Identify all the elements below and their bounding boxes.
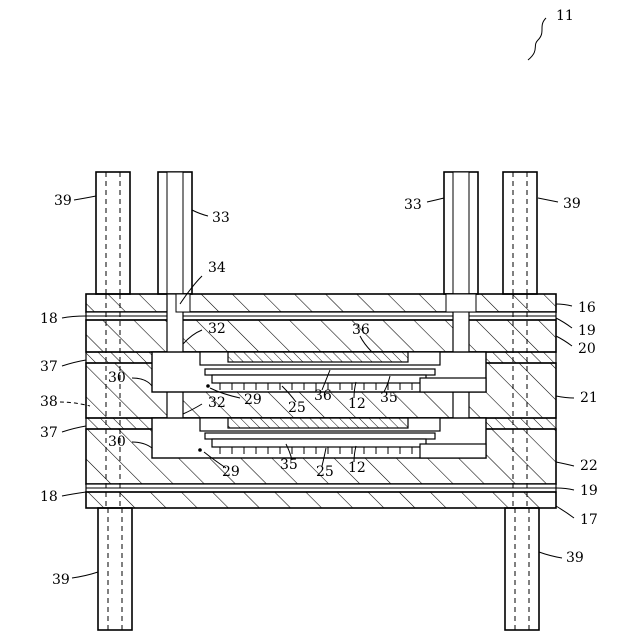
end-plate-16 [86, 294, 556, 312]
label-33-top-right: 33 [404, 197, 422, 213]
label-17: 17 [580, 512, 598, 528]
pipe-39-top-right [503, 172, 537, 294]
pipe-39-bottom-left [98, 508, 132, 630]
label-20: 20 [578, 341, 596, 357]
label-19-bottom: 19 [580, 483, 598, 499]
label-38: 38 [40, 394, 58, 410]
label-33-top-left: 33 [212, 210, 230, 226]
label-12-lower: 12 [348, 460, 366, 476]
label-12-upper: 12 [348, 396, 366, 412]
label-39-top-right: 39 [563, 196, 581, 212]
label-30-lower: 30 [108, 434, 126, 450]
label-36-upper: 36 [352, 322, 370, 338]
label-39-bottom-left: 39 [52, 572, 70, 588]
pipe-39-bottom-right [505, 508, 539, 630]
label-29-lower: 29 [222, 464, 240, 480]
mea-36-lower [228, 418, 408, 428]
label-32-upper: 32 [208, 321, 226, 337]
label-29-upper: 29 [244, 392, 262, 408]
figure-ref-label: 11 [556, 8, 574, 24]
label-39-bottom-right: 39 [566, 550, 584, 566]
label-32-lower: 32 [208, 395, 226, 411]
cell-lower [152, 418, 486, 458]
label-37-lower: 37 [40, 425, 58, 441]
end-plate-17 [86, 492, 556, 508]
label-25-lower: 25 [316, 464, 334, 480]
pipe-39-top-left [96, 172, 130, 294]
label-35-upper: 35 [380, 390, 398, 406]
label-34: 34 [208, 260, 226, 276]
label-37-upper: 37 [40, 359, 58, 375]
label-16: 16 [578, 300, 596, 316]
label-21: 21 [580, 390, 598, 406]
label-39-top-left: 39 [54, 193, 72, 209]
bottom-pipes [98, 508, 539, 630]
cell-upper [152, 352, 486, 392]
separator-20 [86, 320, 556, 352]
mea-36-upper [228, 352, 408, 362]
label-25-upper: 25 [288, 400, 306, 416]
label-18-top: 18 [40, 311, 58, 327]
top-pipes [96, 172, 537, 294]
label-30-upper: 30 [108, 370, 126, 386]
label-35-lower: 35 [280, 457, 298, 473]
label-36-lower: 36 [314, 388, 332, 404]
label-22: 22 [580, 458, 598, 474]
label-18-bottom: 18 [40, 489, 58, 505]
label-19-top: 19 [578, 323, 596, 339]
